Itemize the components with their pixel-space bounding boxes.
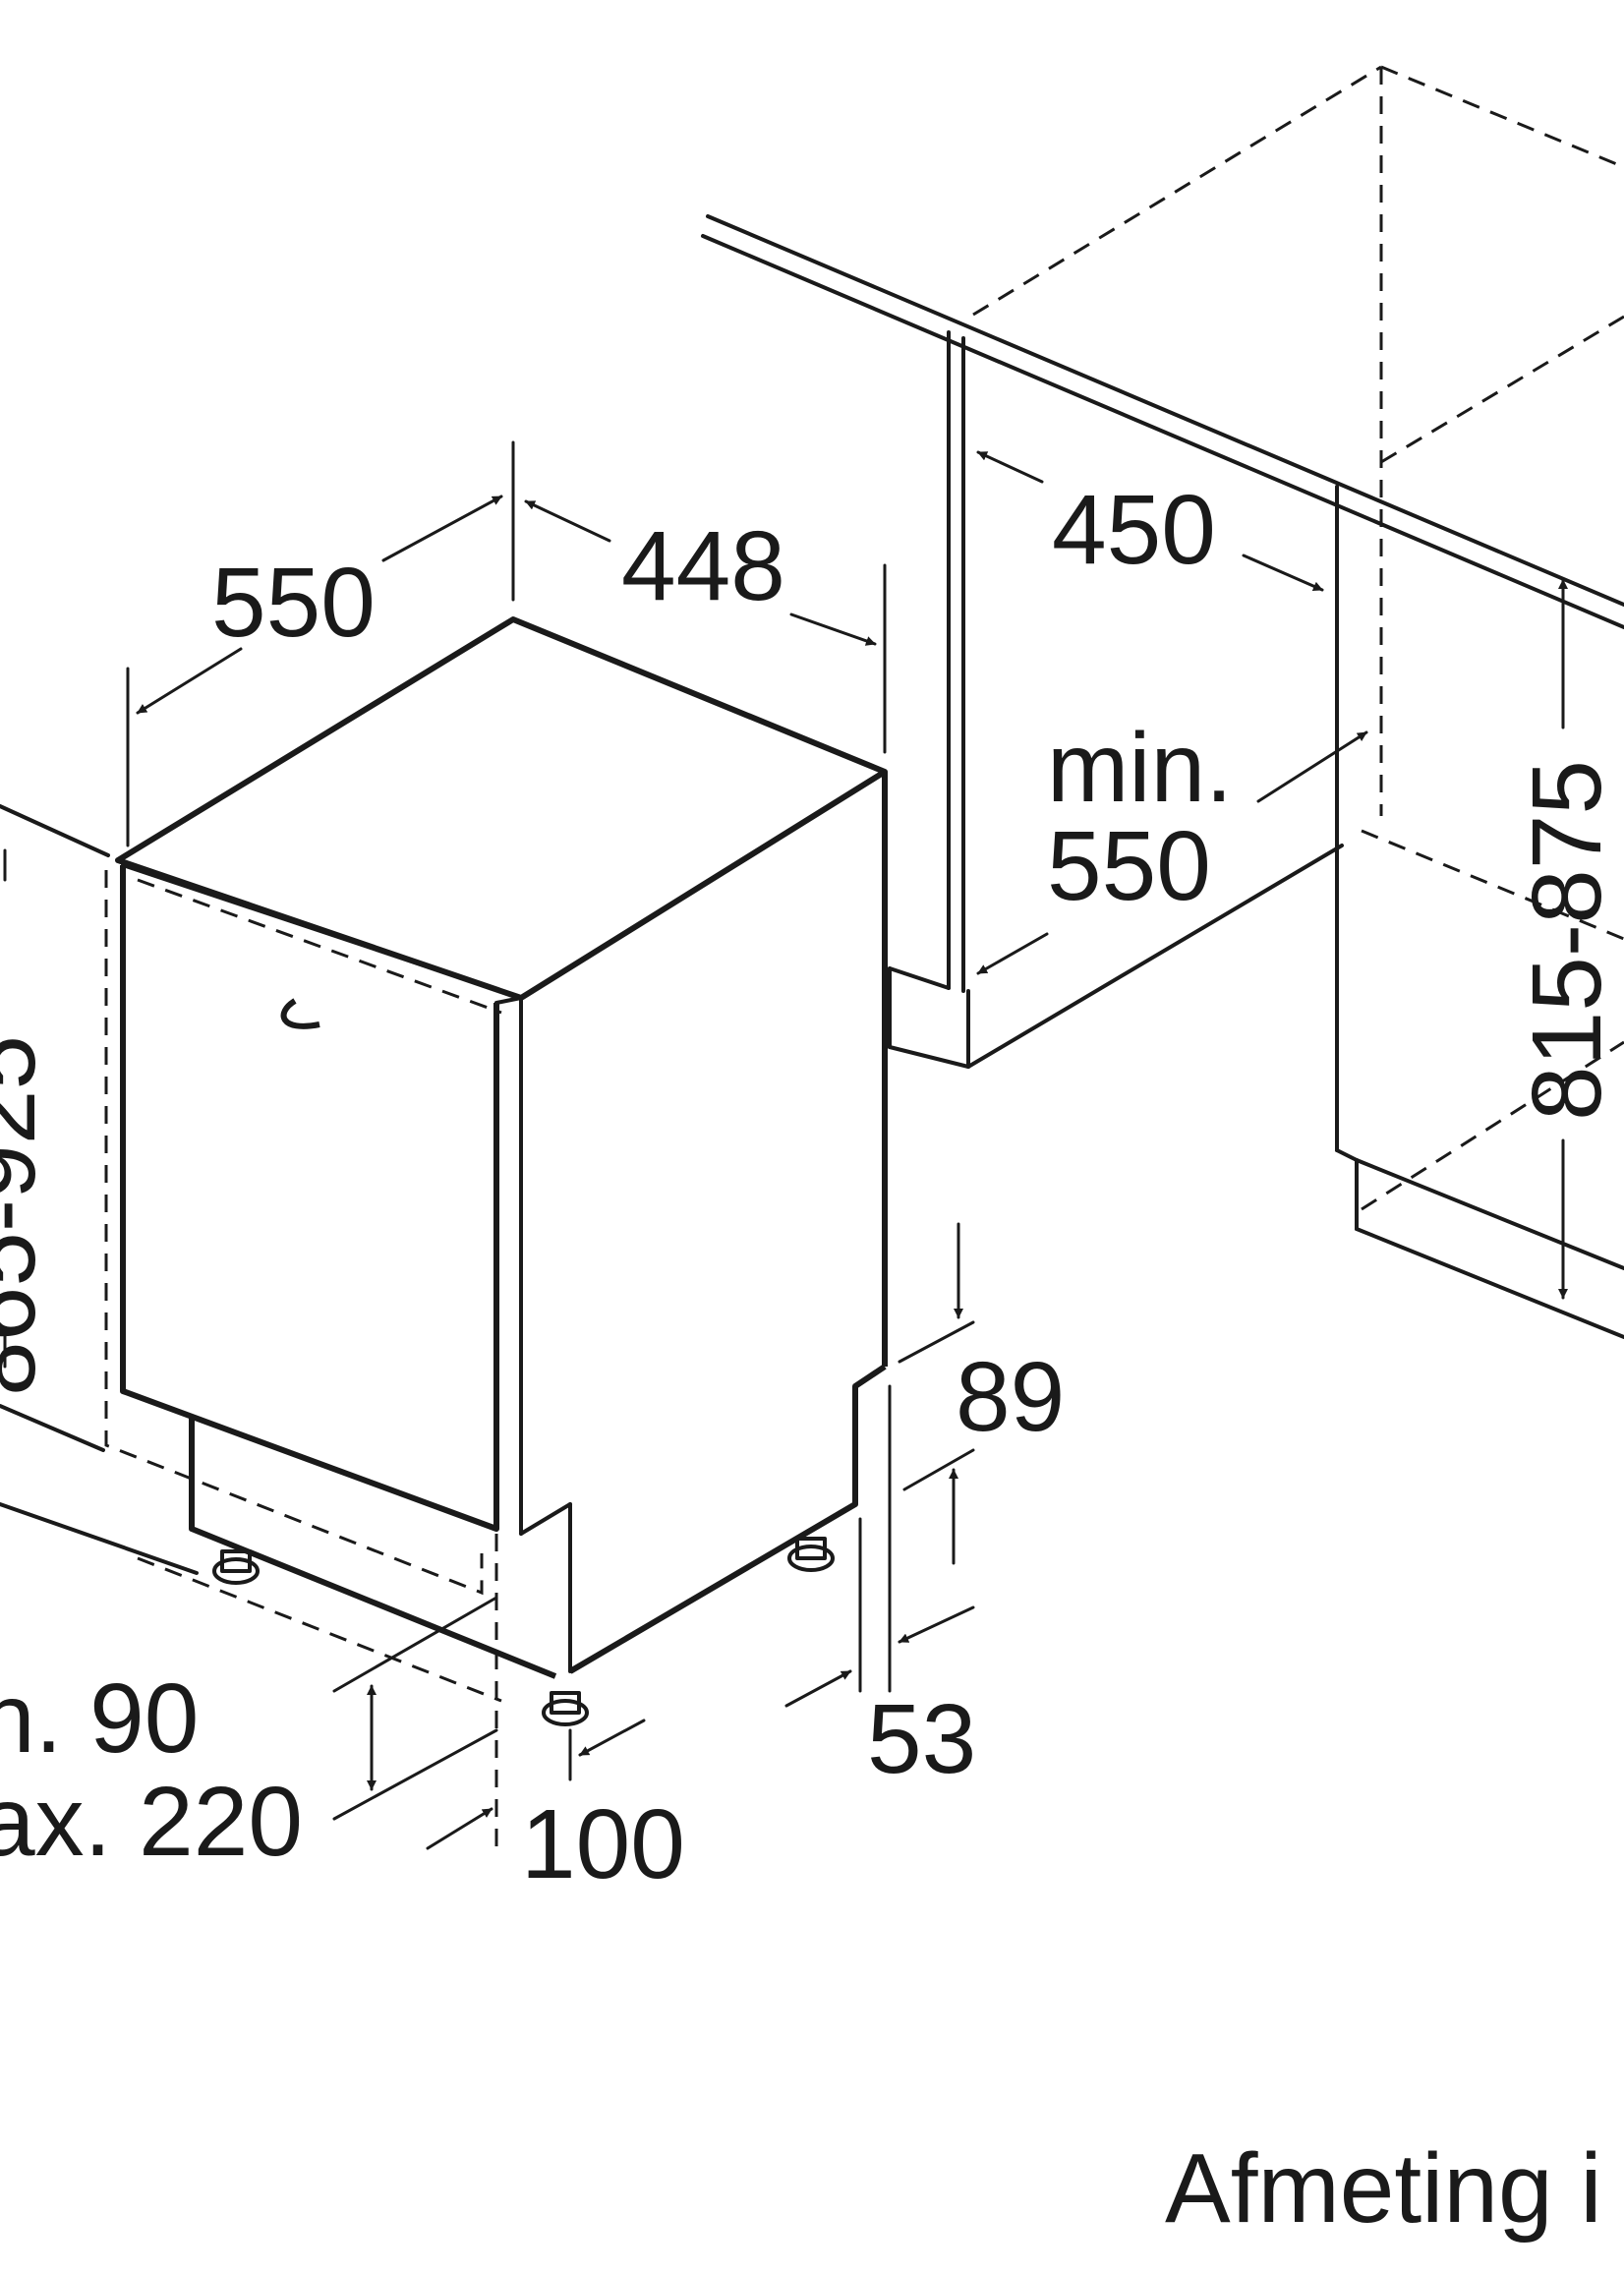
- left-height-label: 865-925: [0, 1035, 56, 1396]
- niche-depth-value: 550: [1047, 811, 1211, 921]
- dimension-lines: [3, 440, 1568, 1850]
- niche-width-label: 450: [1052, 475, 1216, 585]
- width-label: 448: [621, 511, 785, 621]
- depth-label: 550: [211, 548, 376, 658]
- niche-depth-prefix: min.: [1047, 713, 1233, 823]
- plinth-min-label: n. 90: [0, 1663, 199, 1774]
- kick-bottom-label: 53: [867, 1684, 976, 1794]
- dishwasher-unit: [104, 616, 888, 1848]
- niche-height-label: 815-875: [1512, 760, 1622, 1121]
- plinth-max-label: ax. 220: [0, 1767, 303, 1877]
- footer-note: Afmeting i: [1165, 2133, 1602, 2244]
- cabinet-niche: [701, 65, 1624, 1339]
- kick-top-label: 89: [956, 1342, 1065, 1452]
- adjacent-cabinet-left: [0, 804, 199, 1575]
- dimension-labels: 550 448 450 min. 550 815-875 865-925 89 …: [0, 475, 1622, 2244]
- foot-offset-label: 100: [521, 1789, 685, 1899]
